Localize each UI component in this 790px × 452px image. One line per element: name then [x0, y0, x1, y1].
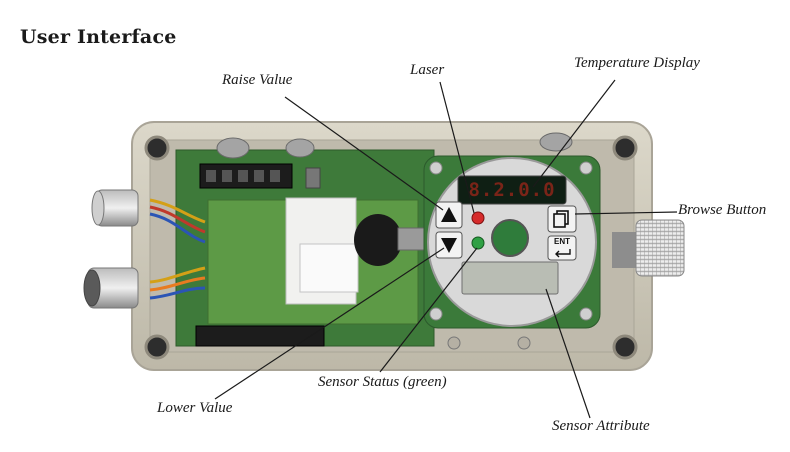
enter-icon: [555, 249, 571, 258]
cable-connector-upper: [91, 189, 139, 227]
cable-connector-lower: [83, 267, 139, 309]
page-title: User Interface: [20, 26, 177, 48]
leader-sensor-attribute: [545, 288, 591, 419]
laser-led: [471, 211, 485, 225]
corner-screw-bottom-left: [144, 334, 170, 360]
leader-laser: [439, 81, 475, 214]
callout-laser: Laser: [410, 62, 445, 78]
leader-sensor-status: [379, 247, 478, 373]
callout-lower-value: Lower Value: [157, 400, 233, 416]
sensor-window: [491, 219, 529, 257]
display-module: [423, 155, 601, 329]
leader-browse-button: [574, 211, 678, 215]
enter-key-label: ENT: [554, 237, 570, 246]
callout-browse-button: Browse Button: [678, 202, 767, 218]
callout-temperature-display: Temperature Display: [574, 55, 700, 71]
corner-screw-bottom-right: [612, 334, 638, 360]
circuit-board: [149, 132, 573, 347]
callout-raise-value: Raise Value: [222, 72, 293, 88]
temperature-display-screen: [457, 175, 567, 205]
callout-sensor-status: Sensor Status (green): [318, 374, 447, 390]
callout-sensor-attribute: Sensor Attribute: [552, 418, 650, 434]
leader-raise-value: [284, 96, 444, 211]
leader-lower-value: [214, 247, 445, 400]
corner-screw-top-left: [144, 135, 170, 161]
raise-arrow-icon: [441, 207, 457, 222]
adjustment-knob: [612, 219, 685, 277]
sensor-attribute-screen: [461, 261, 559, 295]
status-led: [471, 236, 485, 250]
leader-lines: [214, 79, 678, 419]
browse-icon: [553, 210, 569, 228]
leader-temperature-display: [532, 79, 616, 188]
temperature-display-readout: 8.2.0.0: [468, 179, 556, 201]
lower-arrow-icon: [441, 238, 457, 253]
corner-screw-top-right: [612, 135, 638, 161]
